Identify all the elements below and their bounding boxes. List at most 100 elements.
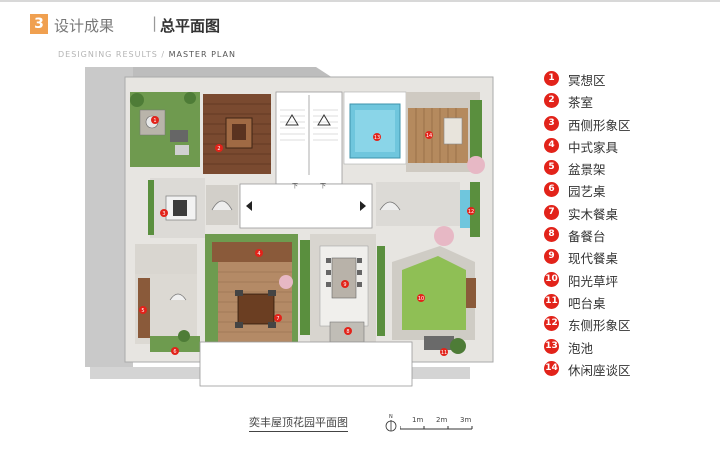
- legend-item: 11 吧台桌: [544, 292, 714, 314]
- legend-item: 8 备餐台: [544, 225, 714, 247]
- marker-8: 8: [344, 327, 352, 335]
- legend-label: 西侧形象区: [568, 117, 631, 133]
- marker-2: 2: [215, 144, 223, 152]
- meditation-area: [130, 92, 200, 167]
- scale-label-2m: 2m: [436, 416, 448, 424]
- stair-label-right: 下: [320, 183, 326, 190]
- plan-caption: 奕丰屋顶花园平面图: [249, 414, 348, 432]
- page-title: 总平面图: [160, 17, 221, 35]
- legend-number-badge: 5: [544, 160, 559, 176]
- west-feature-area: [148, 178, 238, 238]
- legend-number-badge: 1: [544, 71, 559, 86]
- legend-item: 14 休闲座谈区: [544, 359, 714, 381]
- north-arrow-icon: N: [385, 414, 397, 432]
- marker-5: 5: [139, 306, 147, 314]
- legend-label: 阳光草坪: [568, 273, 619, 289]
- legend-item: 3 西侧形象区: [544, 114, 714, 136]
- tea-room: [203, 94, 271, 174]
- plan-markers: 1 2 3 4 5 6 7 8 9 10 11 12 13 14: [139, 116, 475, 356]
- lounge-area: [406, 92, 485, 174]
- legend-item: 12 东侧形象区: [544, 314, 714, 336]
- legend-number-badge: 14: [544, 360, 559, 376]
- marker-3: 3: [160, 209, 168, 217]
- marker-4: 4: [255, 249, 263, 257]
- section-title: 设计成果: [54, 17, 115, 35]
- legend-number-badge: 2: [544, 93, 559, 109]
- subtitle: DESIGNING RESULTS / MASTER PLAN: [58, 50, 236, 59]
- legend-label: 吧台桌: [568, 295, 606, 311]
- legend-item: 10 阳光草坪: [544, 270, 714, 292]
- marker-10: 10: [417, 294, 425, 302]
- svg-text:12: 12: [468, 209, 474, 215]
- north-label: N: [389, 414, 393, 420]
- legend-item: 9 现代餐桌: [544, 247, 714, 269]
- marker-1: 1: [151, 116, 159, 124]
- legend-label: 实木餐桌: [568, 206, 619, 222]
- legend-item: 7 实木餐桌: [544, 203, 714, 225]
- garden-table-area: [135, 244, 200, 352]
- svg-text:14: 14: [426, 133, 432, 139]
- legend-label: 东侧形象区: [568, 318, 631, 334]
- legend-number-badge: 8: [544, 227, 559, 243]
- legend-number-badge: 12: [544, 316, 559, 332]
- legend-number-badge: 7: [544, 204, 559, 220]
- sunny-lawn: [392, 246, 476, 354]
- legend-item: 5 盆景架: [544, 158, 714, 180]
- marker-6: 6: [171, 347, 179, 355]
- marker-12: 12: [467, 207, 475, 215]
- legend-label: 现代餐桌: [568, 251, 619, 267]
- svg-text:7: 7: [276, 316, 279, 322]
- subtitle-section: DESIGNING RESULTS /: [58, 50, 169, 59]
- svg-text:3: 3: [162, 211, 165, 217]
- stair-label-left: 下: [292, 183, 298, 190]
- svg-text:2: 2: [217, 146, 220, 152]
- south-terrace: [199, 341, 413, 387]
- subtitle-page: MASTER PLAN: [168, 50, 236, 59]
- marker-14: 14: [425, 131, 433, 139]
- legend-label: 盆景架: [568, 162, 606, 178]
- dining-area: [205, 234, 298, 349]
- legend-label: 中式家具: [568, 139, 619, 155]
- svg-text:9: 9: [343, 282, 346, 288]
- marker-13: 13: [373, 133, 381, 141]
- legend-label: 备餐台: [568, 229, 606, 245]
- svg-text:1: 1: [153, 118, 156, 124]
- legend-label: 园艺桌: [568, 184, 606, 200]
- marker-7: 7: [274, 314, 282, 322]
- svg-text:5: 5: [141, 308, 144, 314]
- section-number-badge: 3: [30, 14, 48, 34]
- scale-label-3m: 3m: [460, 416, 472, 424]
- svg-text:13: 13: [374, 135, 380, 141]
- legend-label: 休闲座谈区: [568, 362, 631, 378]
- scale-bar-graphic: [399, 426, 473, 430]
- svg-text:10: 10: [418, 296, 424, 302]
- stair-core: 下 下: [239, 91, 373, 229]
- svg-text:4: 4: [257, 251, 260, 257]
- top-rule: [0, 0, 720, 2]
- legend-item: 2 茶室: [544, 91, 714, 113]
- legend-item: 13 泡池: [544, 337, 714, 359]
- east-feature-area: [376, 182, 480, 246]
- legend-label: 冥想区: [568, 73, 606, 88]
- scale-bar: 1m 2m 3m: [399, 416, 480, 435]
- scale-label-1m: 1m: [412, 416, 424, 424]
- svg-text:11: 11: [441, 350, 447, 356]
- plunge-pool: [343, 91, 407, 165]
- title-divider: |: [152, 14, 158, 32]
- legend-number-badge: 13: [544, 338, 559, 354]
- legend-number-badge: 9: [544, 249, 559, 265]
- legend-item: 1 冥想区: [544, 69, 714, 91]
- legend-item: 4 中式家具: [544, 136, 714, 158]
- modern-dining-area: [300, 234, 385, 343]
- legend-label: 茶室: [568, 95, 594, 111]
- legend-number-badge: 3: [544, 115, 559, 131]
- legend-number-badge: 4: [544, 137, 559, 153]
- svg-text:8: 8: [346, 329, 349, 335]
- legend-label: 泡池: [568, 340, 594, 356]
- svg-text:6: 6: [173, 349, 176, 355]
- legend-number-badge: 10: [544, 271, 559, 287]
- legend-number-badge: 11: [544, 293, 559, 309]
